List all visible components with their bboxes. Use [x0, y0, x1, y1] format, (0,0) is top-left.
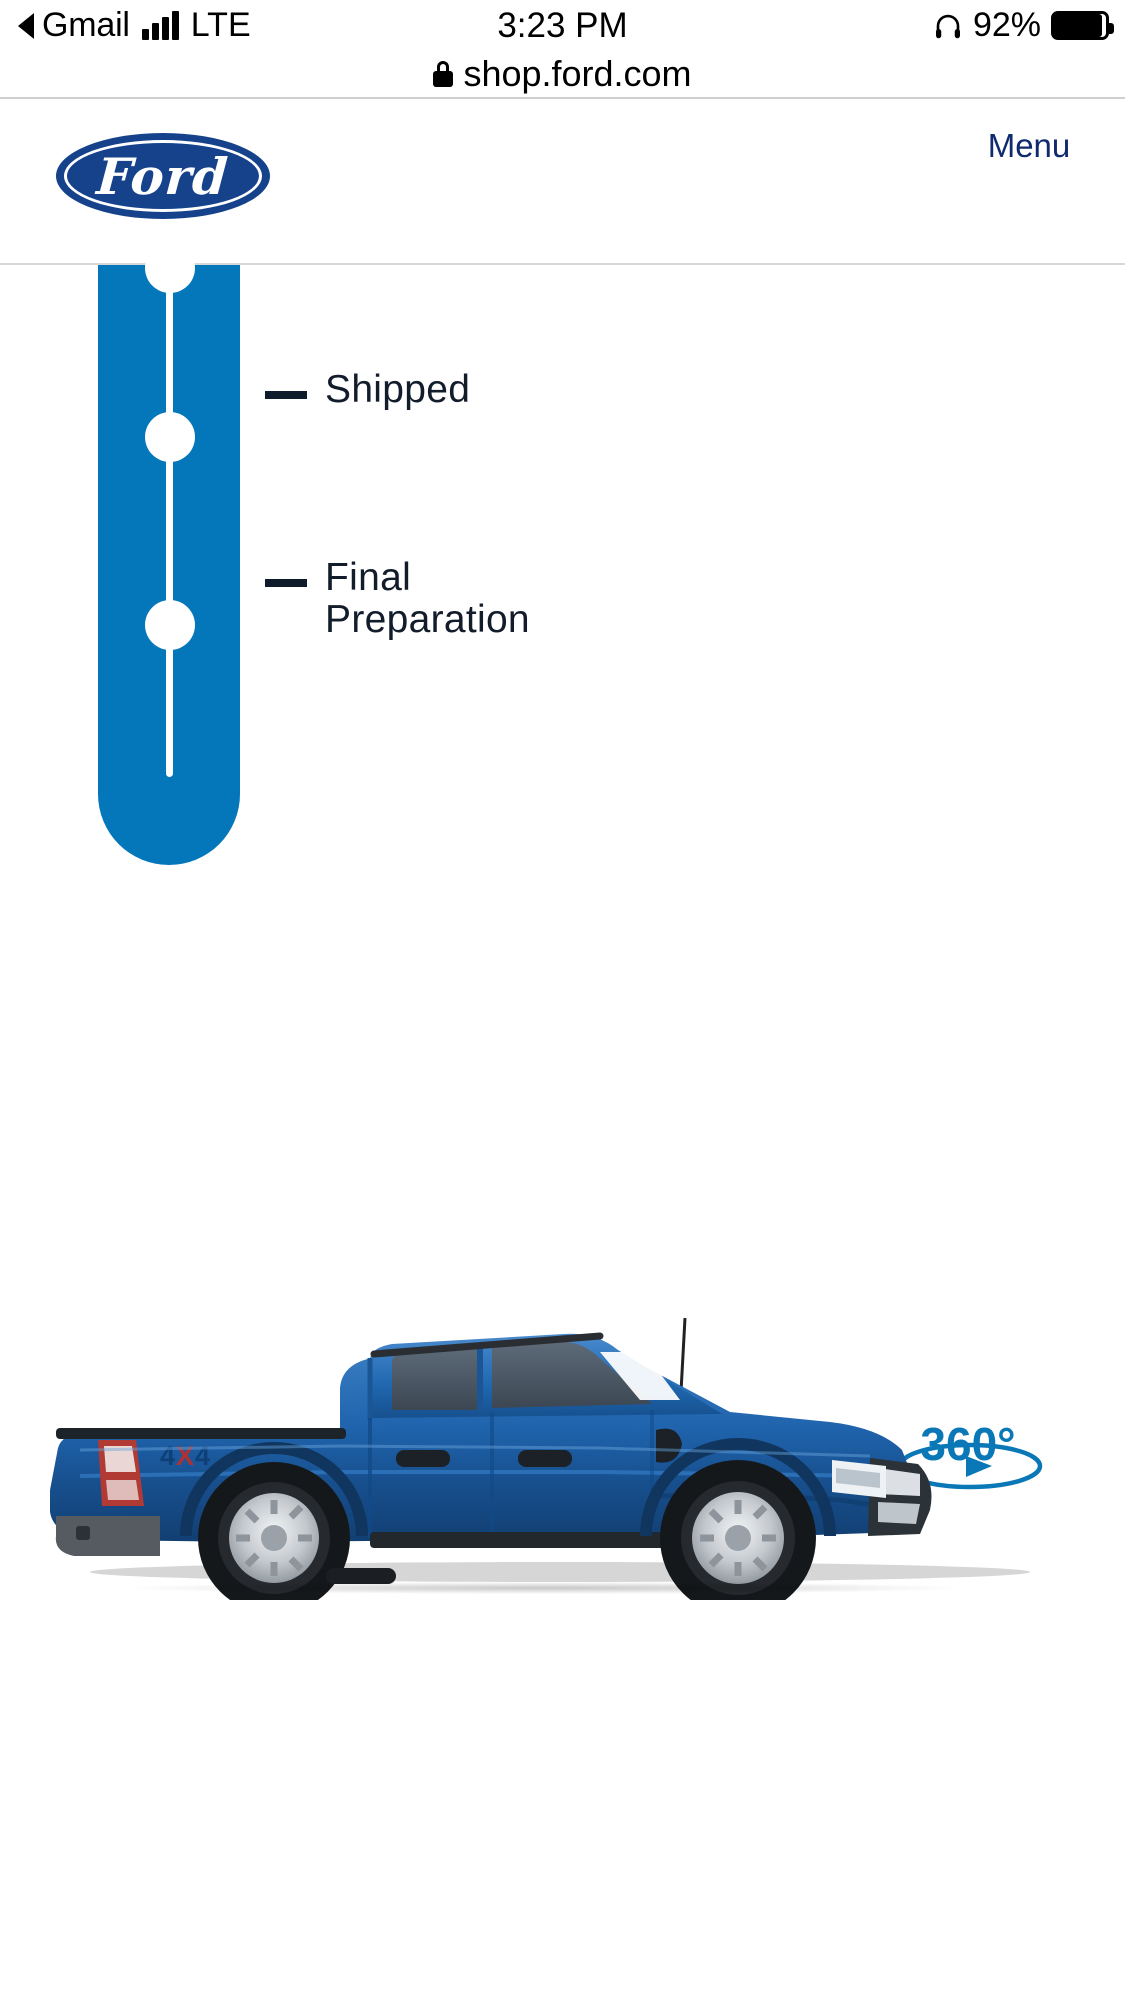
tracker-step-shipped: Shipped: [265, 368, 471, 411]
status-bar-right: 92%: [933, 6, 1114, 45]
360-degree-rotate-badge[interactable]: 360°: [880, 1404, 1060, 1504]
tracker-dot-previous: [145, 243, 195, 293]
chrome-divider: [0, 97, 1125, 99]
status-bar-left: Gmail LTE: [18, 6, 251, 45]
back-app-label[interactable]: Gmail: [42, 6, 130, 44]
battery-icon: [1051, 11, 1114, 40]
menu-button[interactable]: Menu: [969, 127, 1089, 165]
order-progress-tracker: [98, 243, 240, 865]
tracker-progress-line: [166, 265, 173, 777]
vehicle-4x4-badge: 4X4: [160, 1441, 211, 1471]
ios-status-bar: Gmail LTE 3:23 PM 92%: [0, 0, 1125, 52]
network-type-label: LTE: [190, 6, 251, 44]
url-label[interactable]: shop.ford.com: [463, 53, 692, 94]
browser-url-bar[interactable]: shop.ford.com: [0, 52, 1125, 96]
menu-button-label: Menu: [987, 127, 1071, 164]
ford-f150-blue-pickup[interactable]: 4X4: [40, 1300, 1085, 1616]
step-connector-dash: [265, 391, 307, 399]
lock-icon: [433, 61, 454, 87]
ford-logo-text: Ford: [95, 146, 231, 206]
status-bar-clock: 3:23 PM: [497, 6, 628, 45]
ford-oval-logo[interactable]: Ford: [52, 129, 274, 223]
vehicle-image-stage[interactable]: 4X4: [40, 1300, 1085, 1616]
site-header: Ford Menu: [0, 99, 1125, 265]
tracker-dot-final-preparation: [145, 600, 195, 650]
tracker-step-label-line1: Final: [325, 556, 412, 599]
tracker-step-label: Shipped: [325, 368, 471, 411]
step-connector-dash: [265, 579, 307, 587]
tracker-step-label-line2: Preparation: [325, 598, 530, 642]
headphones-icon: [935, 14, 960, 38]
back-triangle-icon[interactable]: [18, 12, 34, 39]
battery-percent-label: 92%: [972, 6, 1041, 44]
ford-logo-ring: [64, 140, 262, 212]
360-badge-label: 360°: [920, 1418, 1015, 1470]
vehicle-ground-shadow: [130, 1582, 960, 1594]
cellular-signal-bars-icon: [141, 10, 179, 40]
tracker-dot-shipped: [145, 412, 195, 462]
